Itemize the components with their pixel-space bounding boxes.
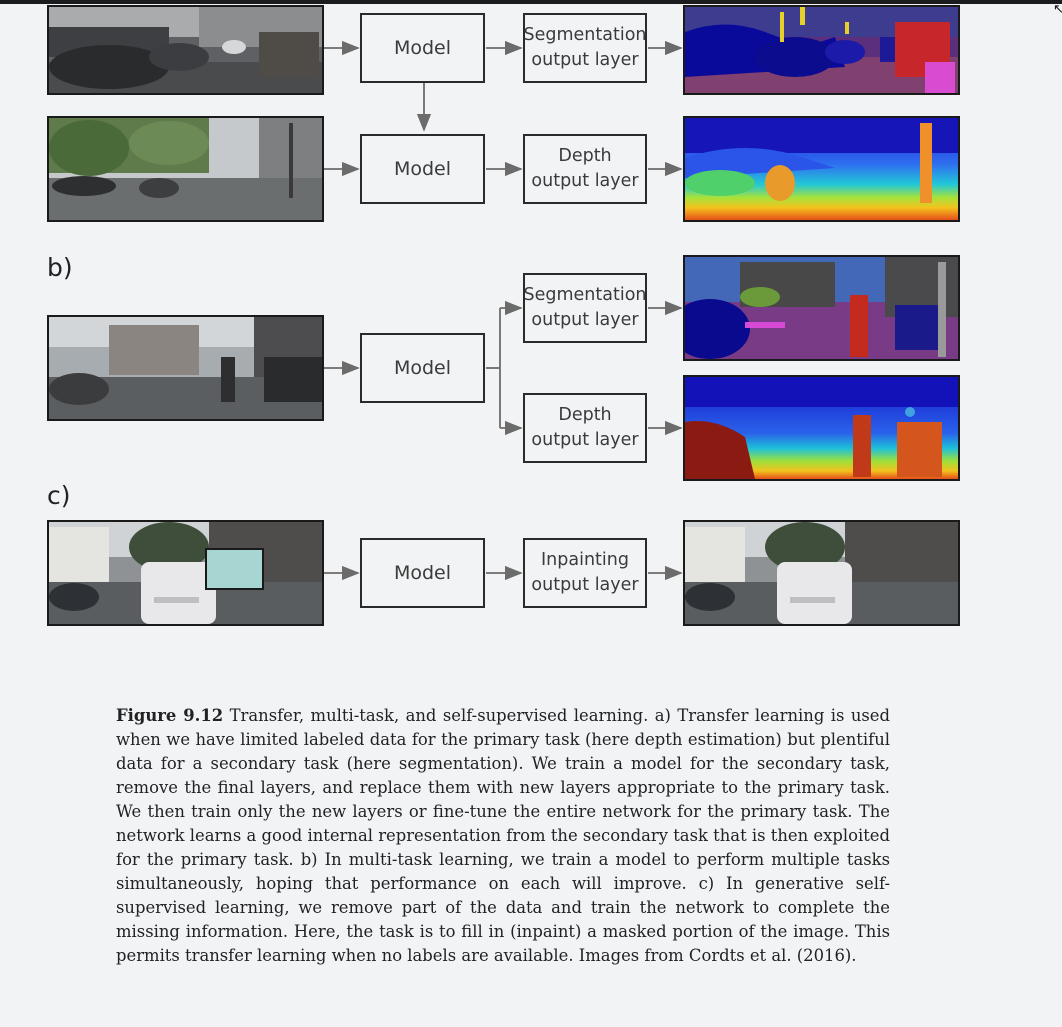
output-layer-label: output layer <box>531 310 639 330</box>
inpainting-mask-region <box>205 548 264 590</box>
figure-number: Figure 9.12 <box>116 706 224 725</box>
mouse-cursor-icon: ↖ <box>1053 2 1062 17</box>
street-photo-segmentation-input <box>47 5 324 95</box>
street-photo-masked-input <box>47 520 324 626</box>
panel-label-c: c) <box>47 481 71 510</box>
model-box-a2: Model <box>360 134 485 204</box>
street-photo-multitask-input <box>47 315 324 421</box>
model-label: Model <box>393 562 452 584</box>
depth-output-layer-box-a: Depth output layer <box>523 134 647 204</box>
output-layer-label: output layer <box>531 430 639 450</box>
depth-label: Depth <box>558 405 612 425</box>
depth-output-layer-box-b: Depth output layer <box>523 393 647 463</box>
model-label: Model <box>393 158 452 180</box>
depth-output-image-b <box>683 375 960 481</box>
depth-label: Depth <box>558 146 612 166</box>
segmentation-output-image-a <box>683 5 960 95</box>
output-layer-label: output layer <box>531 171 639 191</box>
segmentation-output-layer-box-b: Segmentation output layer <box>523 273 647 343</box>
model-box-c: Model <box>360 538 485 608</box>
figure-caption-text: Transfer, multi-task, and self-supervise… <box>116 706 890 965</box>
output-layer-label: output layer <box>531 50 639 70</box>
model-box-b: Model <box>360 333 485 403</box>
model-box-a1: Model <box>360 13 485 83</box>
depth-output-image-a <box>683 116 960 222</box>
model-label: Model <box>393 37 452 59</box>
window-top-bar <box>0 0 1062 4</box>
segmentation-label: Segmentation <box>523 25 647 45</box>
segmentation-label: Segmentation <box>523 285 647 305</box>
inpainting-output-layer-box: Inpainting output layer <box>523 538 647 608</box>
inpainting-label: Inpainting <box>541 550 629 570</box>
figure-caption: Figure 9.12 Transfer, multi-task, and se… <box>116 704 890 968</box>
segmentation-output-image-b <box>683 255 960 361</box>
segmentation-output-layer-box-a: Segmentation output layer <box>523 13 647 83</box>
street-photo-depth-input <box>47 116 324 222</box>
diagram-arrows <box>324 40 683 581</box>
model-label: Model <box>393 357 452 379</box>
inpainted-output-image <box>683 520 960 626</box>
panel-label-b: b) <box>47 253 73 282</box>
output-layer-label: output layer <box>531 575 639 595</box>
